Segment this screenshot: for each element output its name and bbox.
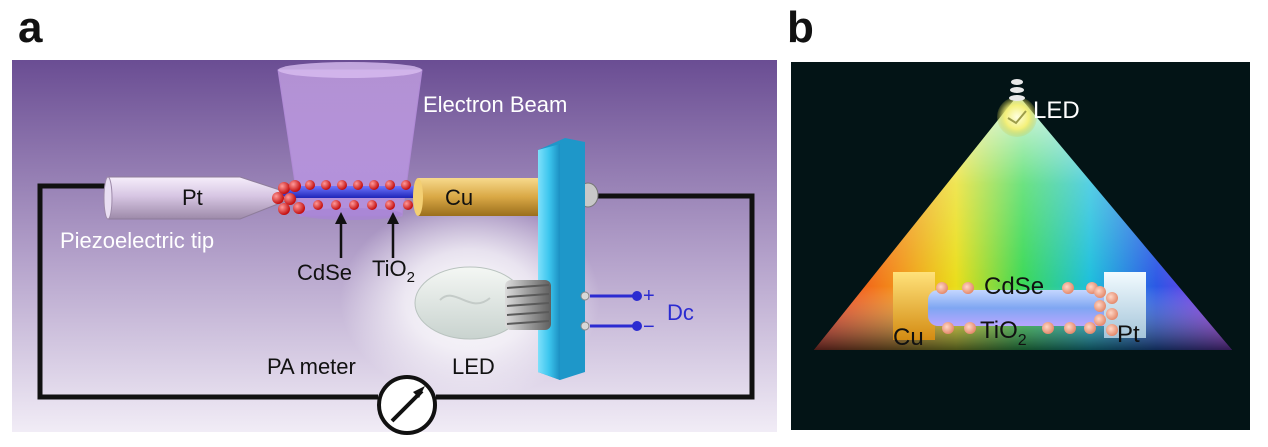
pt-tip: [103, 176, 300, 220]
nanowire: [282, 186, 422, 198]
red-particles: [272, 180, 413, 215]
nanorod-b: [928, 290, 1118, 326]
led-bulb-icon-b: [997, 79, 1037, 137]
led-label-b: LED: [1033, 97, 1080, 124]
pt-label: Pt: [182, 185, 203, 210]
panel-a-letter: a: [18, 3, 43, 52]
dc-label: Dc: [667, 300, 694, 325]
led-bulb-icon: [414, 266, 551, 340]
dc-terminals: [580, 291, 642, 331]
panel-a: Electron Beam Pt Cu Piezoelectric tip Cd…: [12, 60, 777, 435]
cu-label: Cu: [445, 185, 473, 210]
pt-label-b: Pt: [1117, 321, 1140, 348]
cu-label-b: Cu: [893, 324, 924, 351]
tio2-label-b: TiO2: [980, 317, 1027, 349]
circuit-wire-right: [436, 193, 755, 400]
minus-label: −: [643, 316, 655, 338]
plus-label: +: [643, 285, 655, 307]
tio2-label: TiO2: [372, 256, 415, 286]
led-label: LED: [452, 354, 495, 379]
panel-b: LED CdSe Cu TiO2 Pt: [791, 62, 1250, 430]
electrode-plate: [538, 138, 585, 380]
pa-meter-icon: [377, 375, 437, 435]
circuit-wire-left: [37, 183, 378, 400]
cu-electrode: [413, 178, 552, 216]
electron-beam-label: Electron Beam: [423, 92, 567, 117]
cdse-label: CdSe: [297, 260, 352, 285]
panel-b-letter: b: [787, 3, 814, 52]
piezoelectric-tip-label: Piezoelectric tip: [60, 228, 214, 253]
electron-beam-cone: [277, 62, 423, 220]
cdse-label-b: CdSe: [984, 273, 1044, 300]
label-arrows: [335, 212, 399, 258]
pa-meter-label: PA meter: [267, 354, 356, 379]
orange-particles: [936, 282, 1118, 336]
